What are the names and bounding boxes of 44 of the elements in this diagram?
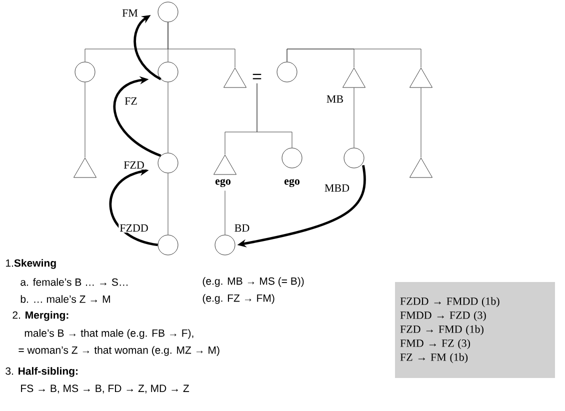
kin-label: MB xyxy=(325,94,345,104)
kin-label: FZDD xyxy=(118,223,150,233)
note-text: (e.g. FZ → FM) xyxy=(202,294,274,304)
kin-label: ego xyxy=(283,178,301,188)
curved-arrow xyxy=(109,168,158,246)
male-triangle xyxy=(410,68,432,88)
note-text: 1.Skewing xyxy=(6,259,56,269)
female-circle xyxy=(74,62,96,82)
note-text: = woman’s Z → that woman (e.g. MZ → M) xyxy=(18,346,220,356)
male-triangle xyxy=(342,68,366,88)
kin-label: MBD xyxy=(323,183,351,193)
marriage-sign: = xyxy=(252,74,262,80)
note-text: 3. Half-sibling: xyxy=(6,367,78,377)
male-triangle xyxy=(410,158,432,178)
note-text: male’s B → that male (e.g. FB → F), xyxy=(24,329,194,339)
male-triangle xyxy=(214,154,236,175)
kin-label: ego xyxy=(214,178,232,188)
female-circle xyxy=(158,234,178,256)
female-circle xyxy=(276,62,298,82)
curved-arrow xyxy=(134,15,162,80)
male-triangle xyxy=(224,68,246,88)
male-triangle xyxy=(74,158,96,178)
female-circle xyxy=(282,148,302,168)
note-text: FS → B, MS → B, FD → Z, MD → Z xyxy=(21,384,190,394)
note-text: 2. Merging: xyxy=(12,311,68,321)
kinship-line xyxy=(224,190,226,236)
female-circle xyxy=(158,2,178,22)
note-text: a. female’s B … → S… xyxy=(20,278,128,286)
note-text: (e.g. MB → MS (= B)) xyxy=(202,277,304,287)
note-text: b. … male’s Z → M xyxy=(20,295,110,303)
kinship-line xyxy=(84,82,86,158)
kin-label: FZ xyxy=(124,96,138,106)
female-circle xyxy=(214,234,236,256)
kinship-line xyxy=(168,22,236,68)
female-circle xyxy=(344,148,364,168)
kin-label: FM xyxy=(121,8,139,18)
kinship-line xyxy=(286,48,422,68)
kinship-line xyxy=(420,87,422,158)
curved-arrow xyxy=(113,76,162,157)
female-circle xyxy=(158,62,178,82)
kin-label: BD xyxy=(233,223,251,233)
kin-label: FZD xyxy=(122,160,146,170)
female-circle xyxy=(158,152,178,174)
kinship-line xyxy=(256,83,292,148)
